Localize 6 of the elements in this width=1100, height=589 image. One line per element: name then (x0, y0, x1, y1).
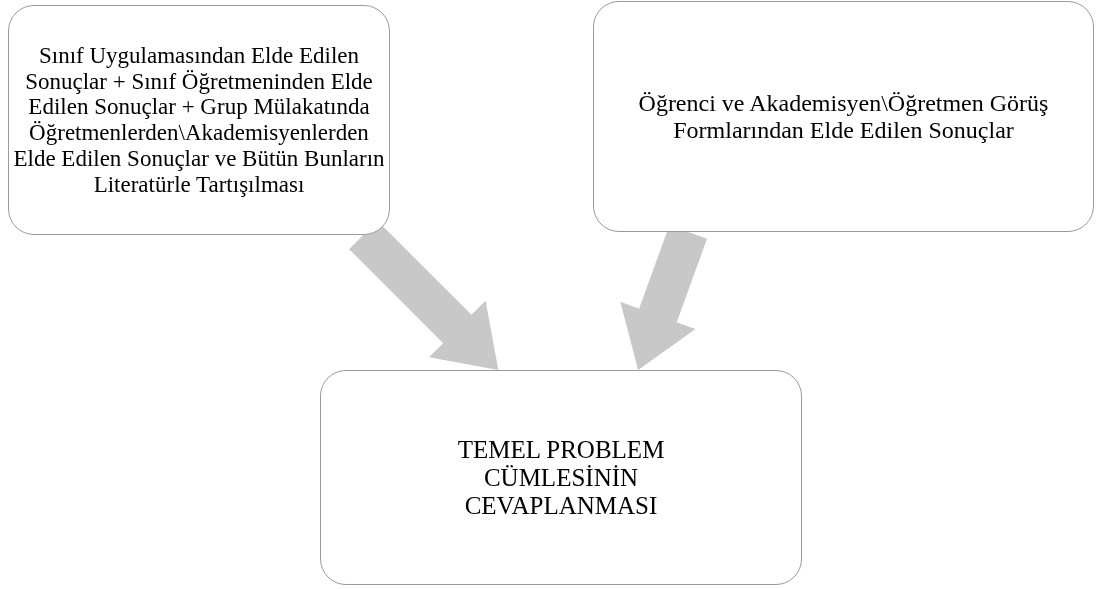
box-text: TEMEL PROBLEM CÜMLESİNİN CEVAPLANMASI (456, 435, 666, 520)
rounded-box (8, 5, 390, 235)
box-text: Öğrenci ve Akademisyen\Öğretmen Görüş Formlarından Elde Edilen Sonuçlar (637, 89, 1050, 144)
box-text: Sınıf Uygulamasından Elde Edilen Sonuçlar + Sınıf Öğretmeninden Elde Edilen Sonuçlar + Grup Mülakatında Öğretmenlerden\Akademisyenlerden Elde Edilen Sonuçlar ve Bütün Bunların Literatürle Tartışılması (13, 42, 385, 198)
rounded-box (320, 370, 802, 585)
rounded-box (593, 1, 1094, 232)
